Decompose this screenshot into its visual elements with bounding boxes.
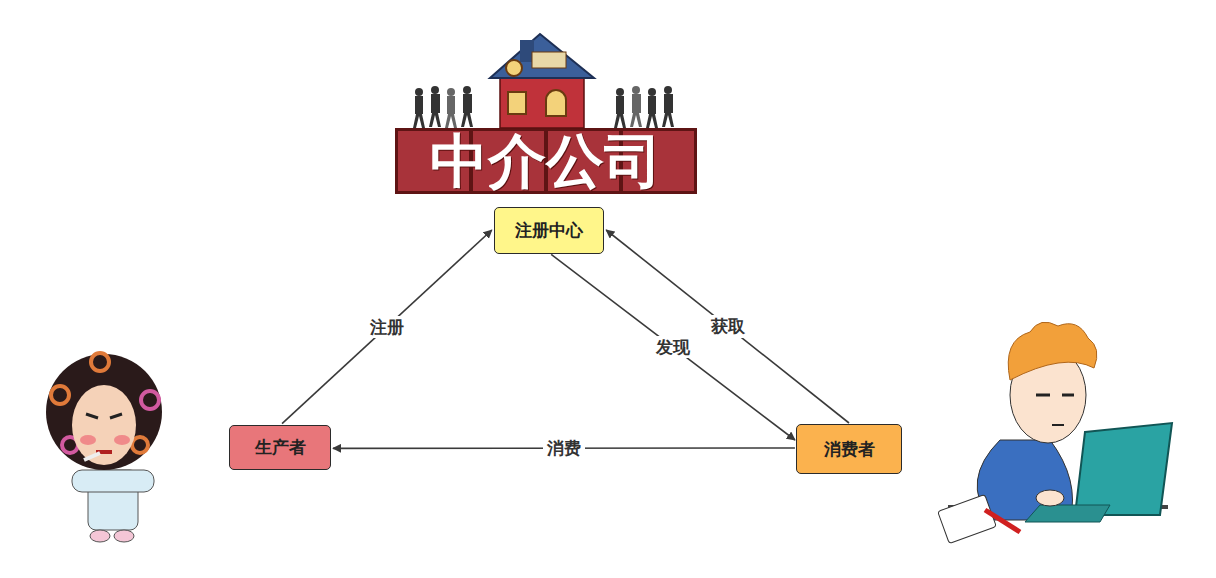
connector-arrow — [282, 230, 492, 424]
house — [490, 34, 594, 128]
edge-label: 发现 — [652, 336, 694, 358]
edge-label: 注册 — [366, 316, 408, 338]
consumer-box: 消费者 — [796, 424, 902, 474]
producer-box: 生产者 — [229, 425, 331, 470]
sign-text: 中介公司 — [395, 128, 697, 194]
agency-sign — [395, 128, 697, 194]
connector-arrow — [606, 230, 849, 423]
registry-box: 注册中心 — [494, 207, 604, 254]
edge-label: 获取 — [707, 315, 749, 337]
node-label: 消费者 — [824, 439, 875, 459]
woman-cartoon — [46, 353, 162, 542]
walking-people — [413, 86, 674, 128]
node-label: 注册中心 — [515, 220, 583, 240]
node-label: 生产者 — [255, 437, 306, 457]
boy-cartoon — [938, 322, 1172, 543]
edge-label: 消费 — [543, 437, 585, 459]
